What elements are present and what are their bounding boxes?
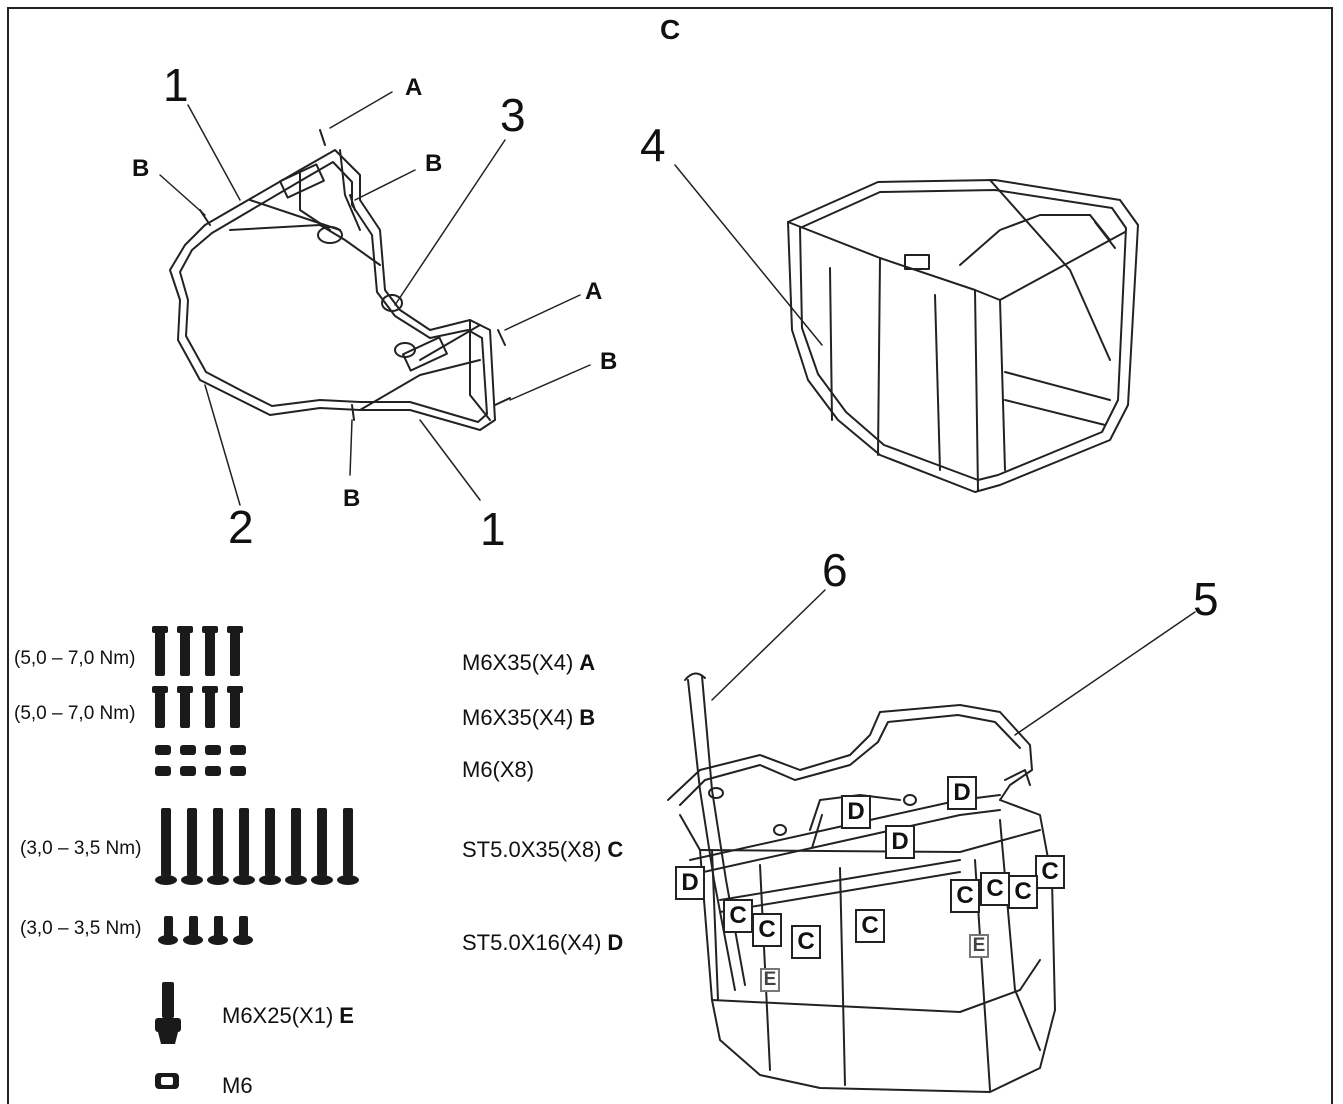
callout-b-right: B bbox=[600, 348, 618, 375]
spec-a: M6X35(X4)A bbox=[462, 650, 596, 675]
hardware-icons bbox=[152, 626, 359, 1089]
spec-e: M6X25(X1)E bbox=[222, 1003, 354, 1028]
spec-d: ST5.0X16(X4)D bbox=[462, 930, 624, 955]
label-c-6: C bbox=[752, 913, 782, 947]
callout-b-left: B bbox=[132, 155, 150, 182]
torque-b: (5,0 – 7,0 Nm) bbox=[14, 703, 136, 724]
label-c-4: C bbox=[950, 879, 980, 913]
label-c-7: C bbox=[791, 925, 821, 959]
part-number-2: 2 bbox=[228, 501, 254, 553]
label-d-1: D bbox=[841, 795, 871, 829]
torque-c: (3,0 – 3,5 Nm) bbox=[20, 838, 142, 859]
spec-e-letter: E bbox=[339, 1003, 354, 1028]
callout-a-top: A bbox=[405, 74, 423, 101]
frame-assembly-drawing bbox=[159, 91, 591, 506]
spec-nut-m6: M6(X8) bbox=[462, 757, 535, 782]
label-c-8: C bbox=[855, 909, 885, 943]
label-d-2: D bbox=[947, 776, 977, 810]
spec-nut-m6-single: M6 bbox=[222, 1073, 253, 1098]
label-e-1: E bbox=[969, 934, 989, 958]
section-letter: C bbox=[660, 14, 681, 45]
spec-d-letter: D bbox=[607, 930, 624, 955]
frame-with-bag-drawing bbox=[674, 164, 1139, 493]
part-number-5: 5 bbox=[1193, 573, 1219, 625]
spec-a-letter: A bbox=[579, 650, 596, 675]
label-d-3: D bbox=[885, 825, 915, 859]
part-number-1-bottom: 1 bbox=[480, 503, 506, 555]
part-number-4: 4 bbox=[640, 119, 666, 171]
torque-d: (3,0 – 3,5 Nm) bbox=[20, 918, 142, 939]
label-d-4: D bbox=[675, 866, 705, 900]
callout-b-top: B bbox=[425, 150, 443, 177]
label-c-2: C bbox=[980, 872, 1010, 906]
callout-a-mid: A bbox=[585, 278, 603, 305]
label-c-5: C bbox=[723, 899, 753, 933]
part-number-6: 6 bbox=[822, 544, 848, 596]
torque-a: (5,0 – 7,0 Nm) bbox=[14, 648, 136, 669]
label-c-3: C bbox=[1008, 875, 1038, 909]
label-e-2: E bbox=[760, 968, 780, 992]
callout-b-bottom: B bbox=[343, 485, 361, 512]
assembled-catcher-drawing bbox=[667, 589, 1196, 1093]
spec-c-letter: C bbox=[607, 837, 624, 862]
spec-b-letter: B bbox=[579, 705, 596, 730]
spec-b: M6X35(X4)B bbox=[462, 705, 596, 730]
part-number-1-top: 1 bbox=[163, 59, 189, 111]
spec-c: ST5.0X35(X8)C bbox=[462, 837, 624, 862]
diagram-frame bbox=[7, 7, 1333, 1104]
part-number-3: 3 bbox=[500, 89, 526, 141]
label-c-1: C bbox=[1035, 855, 1065, 889]
